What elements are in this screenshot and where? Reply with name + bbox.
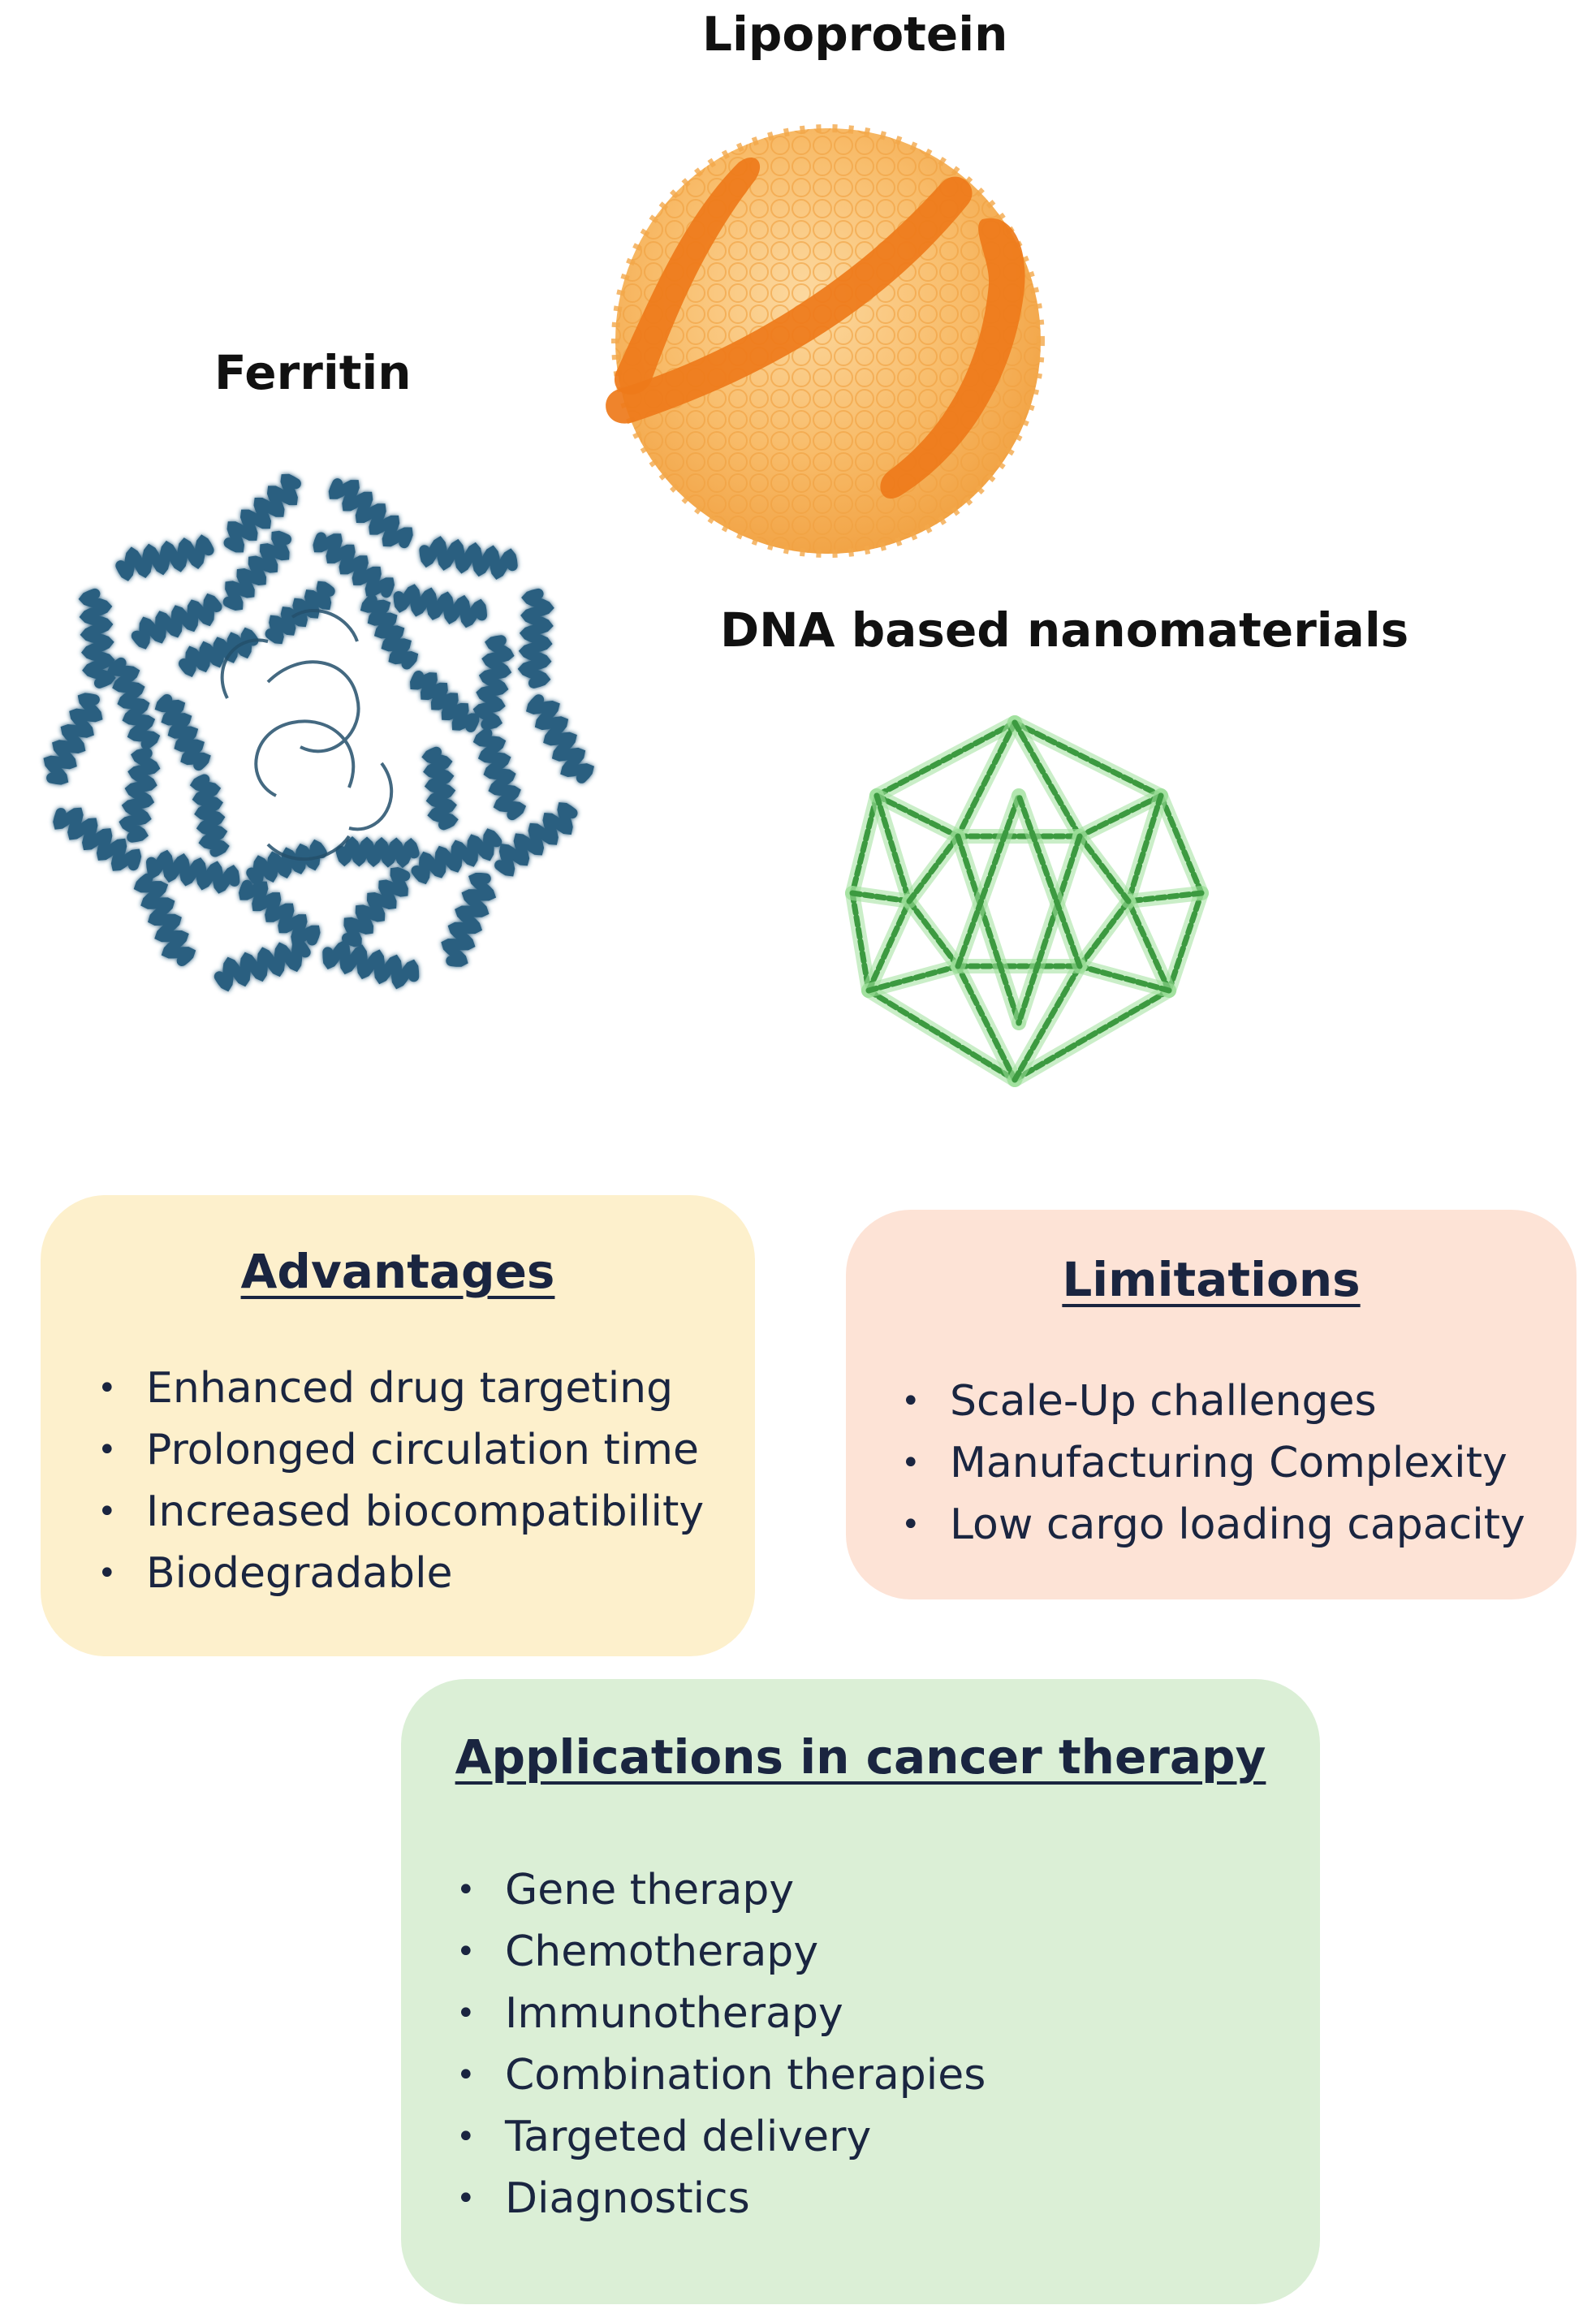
ferritin-loop	[266, 660, 360, 753]
ferritin-helix	[494, 802, 578, 877]
ferritin-helix	[119, 748, 161, 843]
list-item: Diagnostics	[450, 2168, 986, 2230]
list-item: Immunotherapy	[450, 1983, 986, 2044]
dna-edge	[1076, 792, 1164, 840]
ferritin-helix	[322, 939, 420, 990]
dna-edge	[955, 792, 1022, 969]
ferritin-helix	[526, 694, 594, 783]
dna-edge	[1012, 987, 1172, 1083]
ferritin-helix	[342, 867, 411, 947]
advantages-title: Advantages	[240, 1244, 555, 1299]
ferritin-helix	[106, 657, 161, 750]
ferritin-helix	[222, 530, 291, 611]
dna-edge	[1125, 792, 1164, 904]
advantages-list: Enhanced drug targeting Prolonged circul…	[91, 1358, 704, 1604]
ferritin-helix	[313, 532, 395, 598]
dna-edge	[1012, 719, 1164, 799]
dna-edge	[1012, 719, 1083, 840]
ferritin-helix	[214, 937, 311, 992]
lipoprotein-label: Lipoprotein	[702, 6, 1008, 62]
list-item: Biodegradable	[91, 1543, 704, 1604]
ferritin-helix	[115, 534, 214, 581]
applications-title: Applications in cancer therapy	[455, 1729, 1266, 1785]
ferritin-helix	[131, 593, 222, 650]
ferritin-helix	[411, 828, 503, 885]
list-item: Combination therapies	[450, 2044, 986, 2106]
ferritin-helix	[53, 807, 142, 871]
dna-edge	[1076, 833, 1132, 904]
dna-edge	[865, 987, 1018, 1083]
list-item: Increased biocompatibility	[91, 1481, 704, 1543]
dna-edge	[906, 898, 961, 969]
dna-edge	[1076, 963, 1172, 994]
advantages-box: Advantages Enhanced drug targeting Prolo…	[41, 1195, 755, 1656]
applications-box: Applications in cancer therapy Gene ther…	[401, 1679, 1320, 2304]
list-item: Targeted delivery	[450, 2106, 986, 2168]
dna-icosahedron-icon	[845, 715, 1209, 1087]
ferritin-helix	[154, 694, 211, 771]
ferritin-protein-cage-icon	[43, 473, 594, 992]
ferritin-helix	[78, 588, 116, 688]
dna-edge	[865, 963, 961, 994]
dna-edge	[1016, 833, 1083, 1026]
dna-edge	[849, 792, 880, 896]
dna-edge	[906, 833, 961, 904]
ferritin-helix	[393, 584, 487, 628]
dna-edge	[849, 890, 912, 904]
ferritin-loop	[254, 719, 356, 797]
ferritin-helix	[246, 839, 327, 887]
dna-edge	[955, 719, 1018, 840]
applications-list: Gene therapy Chemotherapy Immunotherapy …	[450, 1859, 986, 2230]
dna-edge	[1125, 898, 1172, 994]
ferritin-loop	[291, 608, 359, 642]
dna-edge	[1012, 963, 1083, 1083]
ferritin-helix	[133, 873, 196, 966]
dna-edge	[873, 792, 912, 904]
ferritin-helix	[43, 693, 103, 785]
limitations-list: Scale-Up challenges Manufacturing Comple…	[895, 1371, 1525, 1556]
dna-edge	[865, 898, 912, 994]
ferritin-helix	[360, 594, 419, 670]
limitations-box: Limitations Scale-Up challenges Manufact…	[846, 1210, 1577, 1599]
dna-edge	[1125, 890, 1205, 904]
ferritin-helix	[223, 473, 301, 553]
ferritin-helix	[179, 627, 259, 677]
ferritin-helix	[328, 478, 413, 549]
list-item: Enhanced drug targeting	[91, 1358, 704, 1419]
dna-edge	[955, 833, 1022, 1026]
list-item: Gene therapy	[450, 1859, 986, 1921]
ferritin-loop	[220, 638, 269, 699]
list-item: Low cargo loading capacity	[895, 1494, 1525, 1556]
ferritin-helix	[239, 879, 321, 946]
ferritin-helix	[517, 588, 554, 688]
ferritin-helix	[189, 774, 230, 857]
ferritin-loop	[348, 762, 394, 831]
list-item: Scale-Up challenges	[895, 1371, 1525, 1432]
ferritin-helix	[410, 671, 480, 732]
ferritin-helix	[419, 536, 518, 581]
ferritin-helix	[421, 746, 459, 831]
lipoprotein-sphere-icon	[606, 124, 1045, 558]
dna-edge	[955, 963, 1018, 1083]
dna-edge	[1166, 890, 1205, 994]
ferritin-helix	[441, 873, 497, 967]
ferritin-loop	[266, 835, 351, 861]
list-item: Chemotherapy	[450, 1921, 986, 1983]
ferritin-helix	[472, 635, 515, 730]
list-item: Manufacturing Complexity	[895, 1432, 1525, 1494]
dna-edge	[1016, 792, 1083, 969]
ferritin-helix	[146, 849, 240, 894]
limitations-title: Limitations	[1062, 1252, 1361, 1307]
dna-edge	[1158, 792, 1205, 896]
dna-nanomaterials-label: DNA based nanomaterials	[720, 602, 1409, 658]
ferritin-helix	[335, 835, 420, 869]
dna-edge	[873, 719, 1018, 799]
dna-edge	[849, 890, 872, 994]
dna-edge	[1076, 898, 1132, 969]
dna-edge	[873, 792, 961, 840]
list-item: Prolonged circulation time	[91, 1419, 704, 1481]
ferritin-label: Ferritin	[214, 345, 412, 400]
ferritin-helix	[472, 727, 527, 821]
